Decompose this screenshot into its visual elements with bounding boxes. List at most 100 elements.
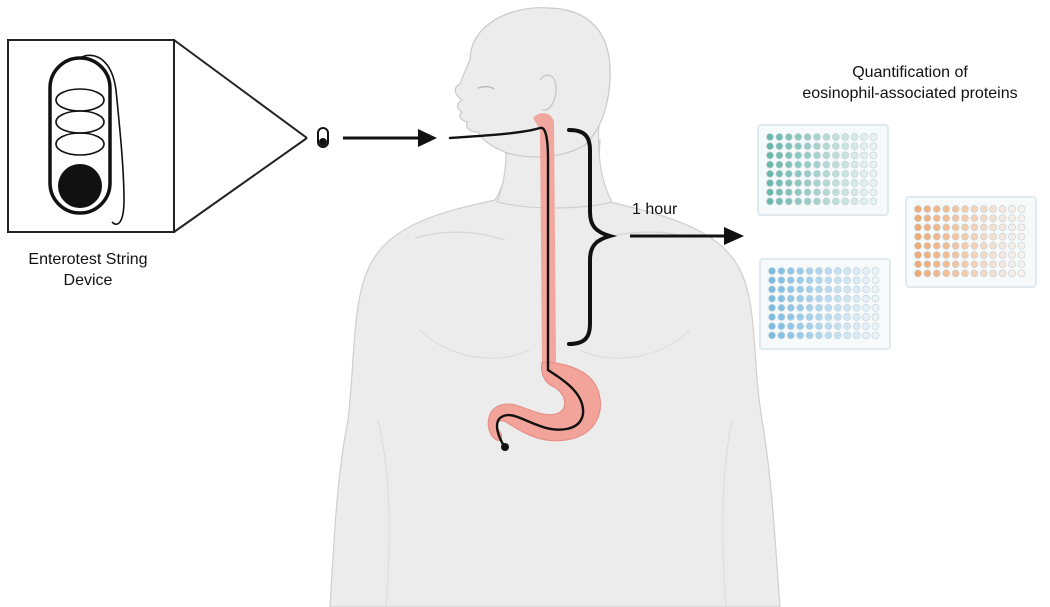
arm-crease-right <box>722 419 733 607</box>
plate-well <box>784 142 793 151</box>
plate-well <box>860 169 868 178</box>
plate-well <box>777 267 786 275</box>
plate-well <box>784 133 793 141</box>
plate-well <box>970 214 979 223</box>
plate-well <box>824 294 833 303</box>
plate-well <box>815 303 823 312</box>
plate-well <box>786 303 795 312</box>
plate-well <box>951 214 960 223</box>
plate-well <box>1017 214 1026 223</box>
plate-well <box>1008 260 1016 269</box>
time-label: 1 hour <box>632 201 678 218</box>
plate-well <box>813 169 821 178</box>
plate-well <box>914 260 922 269</box>
plate-well <box>841 179 850 187</box>
plate-well <box>860 160 868 169</box>
plate-well <box>833 303 842 312</box>
plate-well <box>850 188 859 197</box>
plate-well <box>869 197 878 206</box>
plate-well <box>796 285 805 294</box>
plate-well <box>831 188 840 197</box>
plate-well <box>794 197 803 206</box>
device-label-line1: Enterotest String <box>28 251 148 268</box>
plate-well <box>989 232 998 241</box>
arrow-right-icon <box>343 129 437 147</box>
plate-well <box>852 331 861 340</box>
head <box>454 7 611 158</box>
plate-well <box>860 188 868 197</box>
plate-well <box>970 232 979 241</box>
plate-well <box>989 223 998 232</box>
plate-well <box>850 179 859 187</box>
plate-well <box>766 188 774 197</box>
plate-well <box>805 313 814 321</box>
plate-well <box>796 313 805 321</box>
plate-well <box>869 160 878 169</box>
plate-well <box>979 205 988 213</box>
plate-well <box>852 294 861 303</box>
plate-well <box>850 169 859 178</box>
plate-well <box>979 214 988 223</box>
plate-well <box>843 313 852 321</box>
plate-well <box>852 285 861 294</box>
plate-well <box>942 223 951 232</box>
plates-label-line1: Quantification of <box>852 64 968 81</box>
device-zoom <box>7 39 329 233</box>
plate-well <box>923 214 932 223</box>
plate-well <box>831 179 840 187</box>
plate-well <box>852 313 861 321</box>
plate-well <box>914 214 922 223</box>
plate-well <box>970 223 979 232</box>
plate-well <box>833 276 842 285</box>
plate-well <box>923 260 932 269</box>
plate-well <box>932 205 941 213</box>
plate-well <box>784 197 793 206</box>
plate-well <box>871 294 880 303</box>
plate-well <box>813 133 821 141</box>
plate-well <box>833 313 842 321</box>
plate-well <box>970 251 979 259</box>
plate-well <box>862 276 870 285</box>
plate-well <box>1008 251 1016 259</box>
plate-well <box>768 294 776 303</box>
plate-well <box>805 331 814 340</box>
orange-plate <box>905 196 1037 288</box>
plate-well <box>862 313 870 321</box>
plate-well <box>1017 205 1026 213</box>
capsule-weight <box>501 443 509 451</box>
zoom-line-bottom <box>173 137 308 233</box>
plate-well <box>777 313 786 321</box>
plate-well <box>961 251 969 259</box>
plate-well <box>794 169 803 178</box>
plate-well <box>843 322 852 331</box>
plate-well <box>942 251 951 259</box>
plate-well <box>970 241 979 250</box>
plate-well <box>914 251 922 259</box>
plate-well <box>914 223 922 232</box>
plate-well <box>775 133 784 141</box>
plate-well <box>768 303 776 312</box>
plate-well <box>1008 232 1016 241</box>
plate-well <box>815 267 823 275</box>
esophagus <box>533 113 556 369</box>
plate-well <box>932 251 941 259</box>
plate-well <box>803 142 812 151</box>
plate-well <box>775 179 784 187</box>
plate-well <box>794 160 803 169</box>
plate-well <box>869 188 878 197</box>
plate-well <box>824 322 833 331</box>
plate-well <box>831 151 840 160</box>
plate-well <box>777 322 786 331</box>
plate-well <box>786 276 795 285</box>
plate-well <box>777 331 786 340</box>
plate-well <box>1017 232 1026 241</box>
plate-well <box>794 151 803 160</box>
plate-well <box>998 205 1007 213</box>
plate-well <box>822 188 831 197</box>
plate-well <box>862 294 870 303</box>
plate-well <box>813 142 821 151</box>
plate-well <box>871 313 880 321</box>
plate-well <box>869 169 878 178</box>
plate-well <box>803 133 812 141</box>
string-tail <box>79 54 125 225</box>
